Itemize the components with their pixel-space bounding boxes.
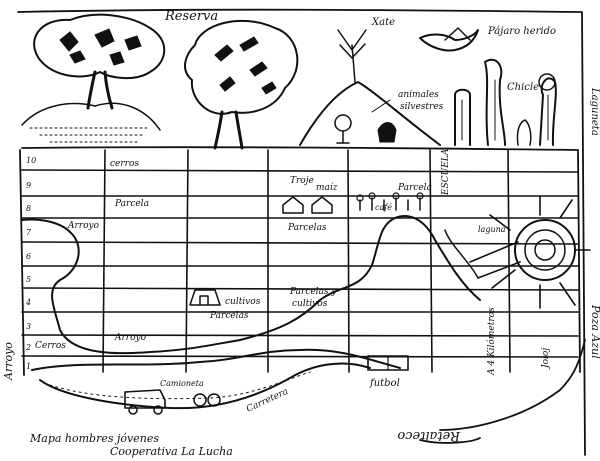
label-retalteco: Retalteco — [397, 428, 461, 443]
parcela-plants — [356, 192, 424, 211]
futbol-field — [367, 355, 409, 371]
label-joloj: Joloj — [541, 348, 551, 370]
label-a-4-kilometros: A 4 Kilómetros — [486, 307, 497, 376]
label-parcela-2: Parcela — [114, 199, 149, 209]
label-xate: Xate — [371, 17, 395, 28]
label-laguna: laguna — [478, 225, 506, 234]
label-escuela: ESCUELA — [441, 148, 451, 196]
row-number: 6 — [26, 252, 31, 261]
chicle-trees-illustration — [454, 58, 557, 146]
mountain-illustration — [299, 29, 441, 146]
label-parcelas-mid: Parcelas — [209, 311, 249, 321]
troje-houses — [282, 196, 333, 214]
caption-line-1: Mapa hombres jóvenes — [29, 432, 159, 445]
tree-2-illustration — [184, 19, 299, 150]
label-reserva: Reserva — [164, 9, 218, 24]
label-pajaro-herido: Pájaro herido — [487, 26, 556, 37]
row-number: 10 — [26, 156, 36, 165]
label-troje: Troje — [290, 176, 314, 186]
label-futbol: futbol — [369, 378, 400, 389]
row-number: 2 — [25, 343, 31, 352]
row-number: 3 — [26, 322, 31, 331]
row-number: 1 — [26, 362, 31, 371]
label-cultivos: cultivos — [225, 297, 261, 307]
bird-illustration — [419, 27, 479, 52]
label-maiz: maíz — [316, 182, 338, 193]
label-cerros-bottom: Cerros — [35, 341, 66, 351]
label-arroyo-rotated: Arroyo — [2, 342, 15, 381]
label-chicle: Chicle — [507, 82, 539, 93]
row-numbers: 10 9 8 7 6 5 4 3 2 1 — [25, 156, 36, 371]
camioneta-illustration — [124, 389, 221, 415]
label-parcelas-y-cultivos: cultivos — [292, 299, 328, 309]
label-parcelas-top: Parcelas — [287, 223, 327, 233]
row-number: 4 — [25, 298, 31, 307]
row-number: 7 — [26, 228, 32, 237]
label-arroyo-left: Arroyo — [67, 221, 100, 231]
label-parcela-1: Parcela — [397, 183, 432, 193]
label-cerros-top: cerros — [110, 159, 139, 169]
label-camioneta: Camioneta — [160, 379, 204, 388]
river-and-road — [21, 215, 586, 444]
map-grid — [17, 8, 586, 456]
label-animales: animales — [398, 90, 439, 100]
row-number: 8 — [26, 204, 31, 213]
label-arroyo-bottom: Arroyo — [114, 333, 147, 343]
label-parcelas-y: Parcelas y — [289, 287, 337, 297]
label-cafe: café — [375, 203, 392, 212]
row-number: 5 — [26, 275, 31, 284]
caption-line-2: Cooperativa La Lucha — [110, 445, 233, 458]
row-number: 9 — [26, 181, 31, 190]
label-laguneta: Laguneta — [589, 87, 600, 136]
tree-1-illustration — [21, 13, 166, 143]
label-silvestres: silvestres — [400, 102, 444, 112]
laguna-illustration — [444, 195, 591, 309]
label-carretera: Carretera — [245, 387, 290, 415]
cultivos-house — [189, 289, 221, 306]
label-poza-azul: Poza Azul — [589, 304, 600, 359]
reserve-area — [21, 13, 557, 150]
